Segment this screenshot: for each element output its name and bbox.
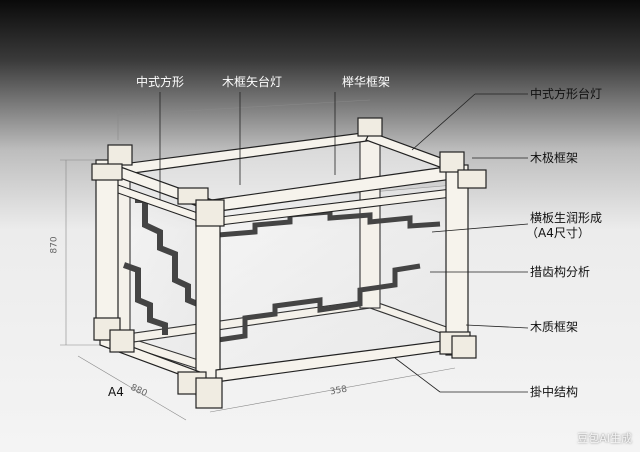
label-chinese-square-lamp: 中式方形台灯 <box>530 87 603 101</box>
label-beech-frame: 榉华框架 <box>342 75 391 89</box>
dimension-height: 870 <box>49 236 60 254</box>
label-panel-form: 横板生润形成 <box>530 211 603 225</box>
label-joint-analysis: 措齿构分析 <box>530 265 591 279</box>
post-caps <box>91 117 487 409</box>
lattice-front-bottom <box>217 263 421 343</box>
watermark: 豆包AI生成 <box>577 432 632 445</box>
label-wood-pole-frame: 木极框架 <box>530 151 579 165</box>
lattice-front-top <box>217 209 441 238</box>
label-chinese-square: 中式方形 <box>136 75 185 89</box>
label-hanging-structure: 掛中结构 <box>530 385 579 399</box>
front-posts <box>95 159 469 396</box>
lattice-left-lower <box>122 262 168 335</box>
label-a4-size: （A4尺寸） <box>526 226 590 240</box>
label-wood-frame-lamp: 木框矢台灯 <box>222 75 283 89</box>
callout-lines <box>159 92 529 393</box>
label-a4: A4 <box>108 385 124 399</box>
label-wooden-frame: 木质框架 <box>530 320 579 334</box>
